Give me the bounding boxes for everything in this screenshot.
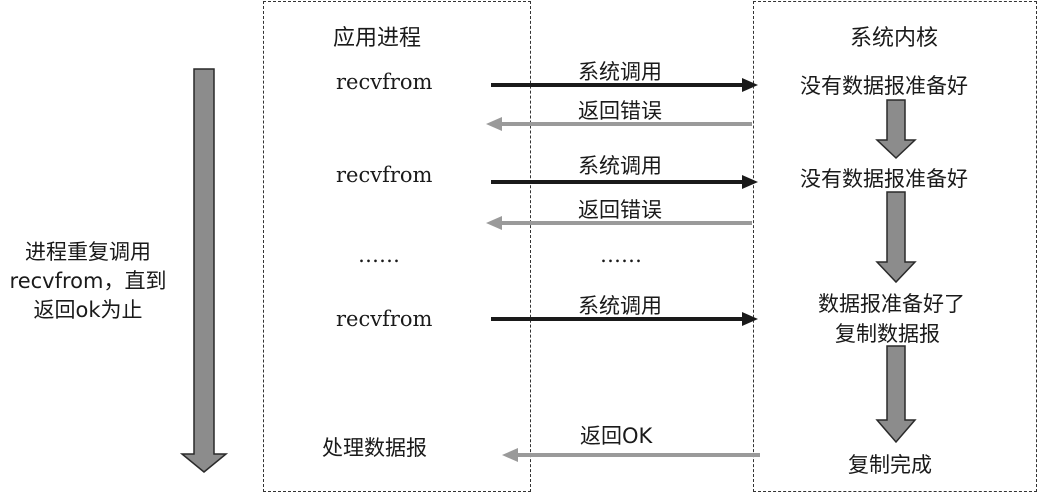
kernel-label-4: 复制完成 bbox=[848, 453, 932, 477]
left-caption: 进程重复调用 recvfrom，直到 返回ok为止 bbox=[0, 238, 178, 325]
kernel-label-1: 没有数据报准备好 bbox=[800, 74, 968, 98]
left-caption-line1: 进程重复调用 bbox=[25, 240, 151, 264]
app-label-2: recvfrom bbox=[336, 163, 433, 187]
error-arrowhead-1 bbox=[486, 117, 502, 131]
error-label-2: 返回错误 bbox=[578, 198, 662, 222]
kernel-down-arrow-3 bbox=[875, 345, 917, 444]
syscall-label-2: 系统调用 bbox=[578, 154, 662, 178]
kernel-label-2: 没有数据报准备好 bbox=[800, 167, 968, 191]
repeat-down-arrow bbox=[179, 68, 229, 473]
app-ellipsis: …… bbox=[358, 243, 400, 267]
ok-arrowhead bbox=[502, 448, 518, 462]
kernel-title: 系统内核 bbox=[850, 26, 939, 51]
left-caption-line2: recvfrom，直到 bbox=[9, 269, 167, 293]
error-label-1: 返回错误 bbox=[578, 99, 662, 123]
kernel-down-arrow-1 bbox=[875, 99, 917, 160]
syscall-arrowhead-3 bbox=[742, 312, 758, 326]
app-label-1: recvfrom bbox=[336, 70, 433, 94]
left-caption-line3: 返回ok为止 bbox=[33, 298, 143, 322]
app-label-3: recvfrom bbox=[336, 307, 433, 331]
kernel-label-3b: 复制数据报 bbox=[835, 322, 940, 346]
app-process-column bbox=[263, 1, 531, 492]
app-process-title: 应用进程 bbox=[333, 26, 422, 51]
error-arrowhead-2 bbox=[486, 216, 502, 230]
mid-ellipsis: …… bbox=[600, 243, 642, 267]
kernel-down-arrow-2 bbox=[875, 191, 917, 284]
ok-label: 返回OK bbox=[580, 424, 653, 448]
kernel-label-3a: 数据报准备好了 bbox=[818, 292, 965, 316]
syscall-arrowhead-2 bbox=[742, 175, 758, 189]
kernel-column bbox=[753, 1, 1037, 492]
app-label-process: 处理数据报 bbox=[322, 436, 427, 460]
syscall-label-1: 系统调用 bbox=[578, 60, 662, 84]
syscall-arrowhead-1 bbox=[742, 78, 758, 92]
syscall-label-3: 系统调用 bbox=[578, 294, 662, 318]
